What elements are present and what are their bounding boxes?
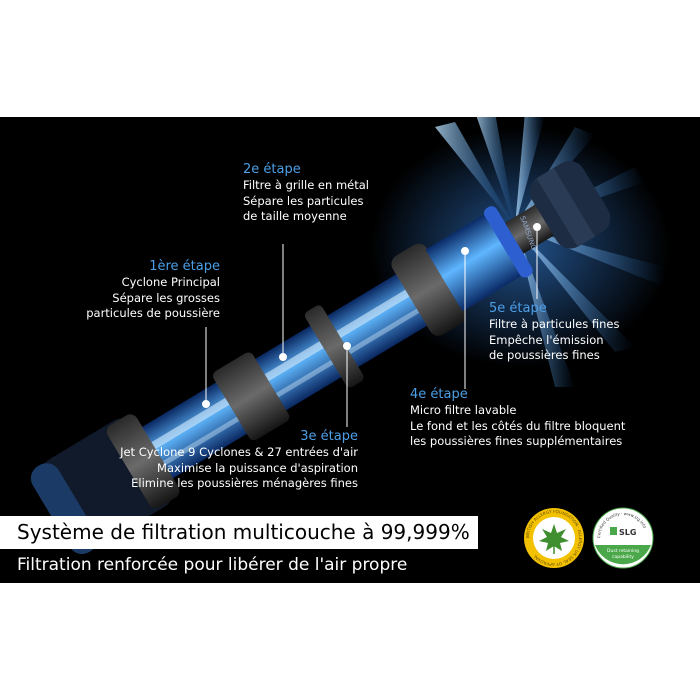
stage-5-line-2: Empêche l'émission	[489, 332, 604, 347]
stage-4-line-1: Micro filtre lavable	[410, 403, 517, 417]
stage-3-line-2: Maximise la puissance d'aspiration	[157, 460, 358, 475]
headline-banner: Système de filtration multicouche à 99,9…	[0, 516, 478, 549]
stage-4-line-2: Le fond et les côtés du filtre bloquent	[410, 418, 626, 433]
stage-2-line-2: Sépare les particules	[243, 193, 364, 208]
slg-logo-text: SLG	[619, 528, 636, 537]
stage-3-line-3: Elimine les poussières ménagères fines	[131, 476, 358, 490]
leaf-icon	[539, 524, 569, 554]
stage-1-title: 1ère étape	[149, 259, 220, 274]
stage-4-line-3: les poussières fines supplémentaires	[410, 434, 623, 448]
stage-5: 5e étape Filtre à particules fines Empêc…	[489, 301, 620, 364]
stage-4: 4e étape Micro filtre lavable Le fond et…	[410, 387, 625, 450]
stage-3: 3e étape Jet Cyclone 9 Cyclones & 27 ent…	[90, 429, 358, 492]
product-panel: SAMSUNG 2e étape Filtre à grille en méta…	[0, 117, 700, 583]
stage-5-title: 5e étape	[489, 301, 547, 316]
stage-5-line-3: de poussières fines	[489, 348, 600, 362]
stage-1-line-2: Sépare les grosses	[112, 290, 220, 305]
stage-1-line-3: particules de poussière	[86, 306, 220, 320]
stage-1-line-1: Cyclone Principal	[121, 275, 220, 289]
slg-line-1: Dust retaining	[607, 548, 639, 554]
stage-4-title: 4e étape	[410, 387, 468, 402]
stage-2-line-3: de taille moyenne	[243, 209, 347, 223]
filtration-illustration: SAMSUNG	[30, 117, 670, 555]
stage-1: 1ère étape Cyclone Principal Sépare les …	[80, 259, 220, 322]
stage-2-line-1: Filtre à grille en métal	[243, 178, 369, 192]
slg-logo-icon	[610, 527, 617, 535]
stage-5-line-1: Filtre à particules fines	[489, 317, 620, 331]
stage-3-title: 3e étape	[300, 429, 358, 444]
slg-badge: Certified Quality · www.slg.info SLG Dus…	[592, 507, 654, 569]
subline-banner: Filtration renforcée pour libérer de l'a…	[17, 555, 408, 575]
allergy-uk-badge: BRITISH ALLERGY FOUNDATION · ALLERGY UK …	[524, 508, 584, 568]
slg-line-2: capability	[612, 554, 634, 560]
stage-2-title: 2e étape	[243, 162, 301, 177]
stage-3-line-1: Jet Cyclone 9 Cyclones & 27 entrées d'ai…	[120, 445, 358, 459]
stage-2: 2e étape Filtre à grille en métal Sépare…	[243, 162, 369, 225]
